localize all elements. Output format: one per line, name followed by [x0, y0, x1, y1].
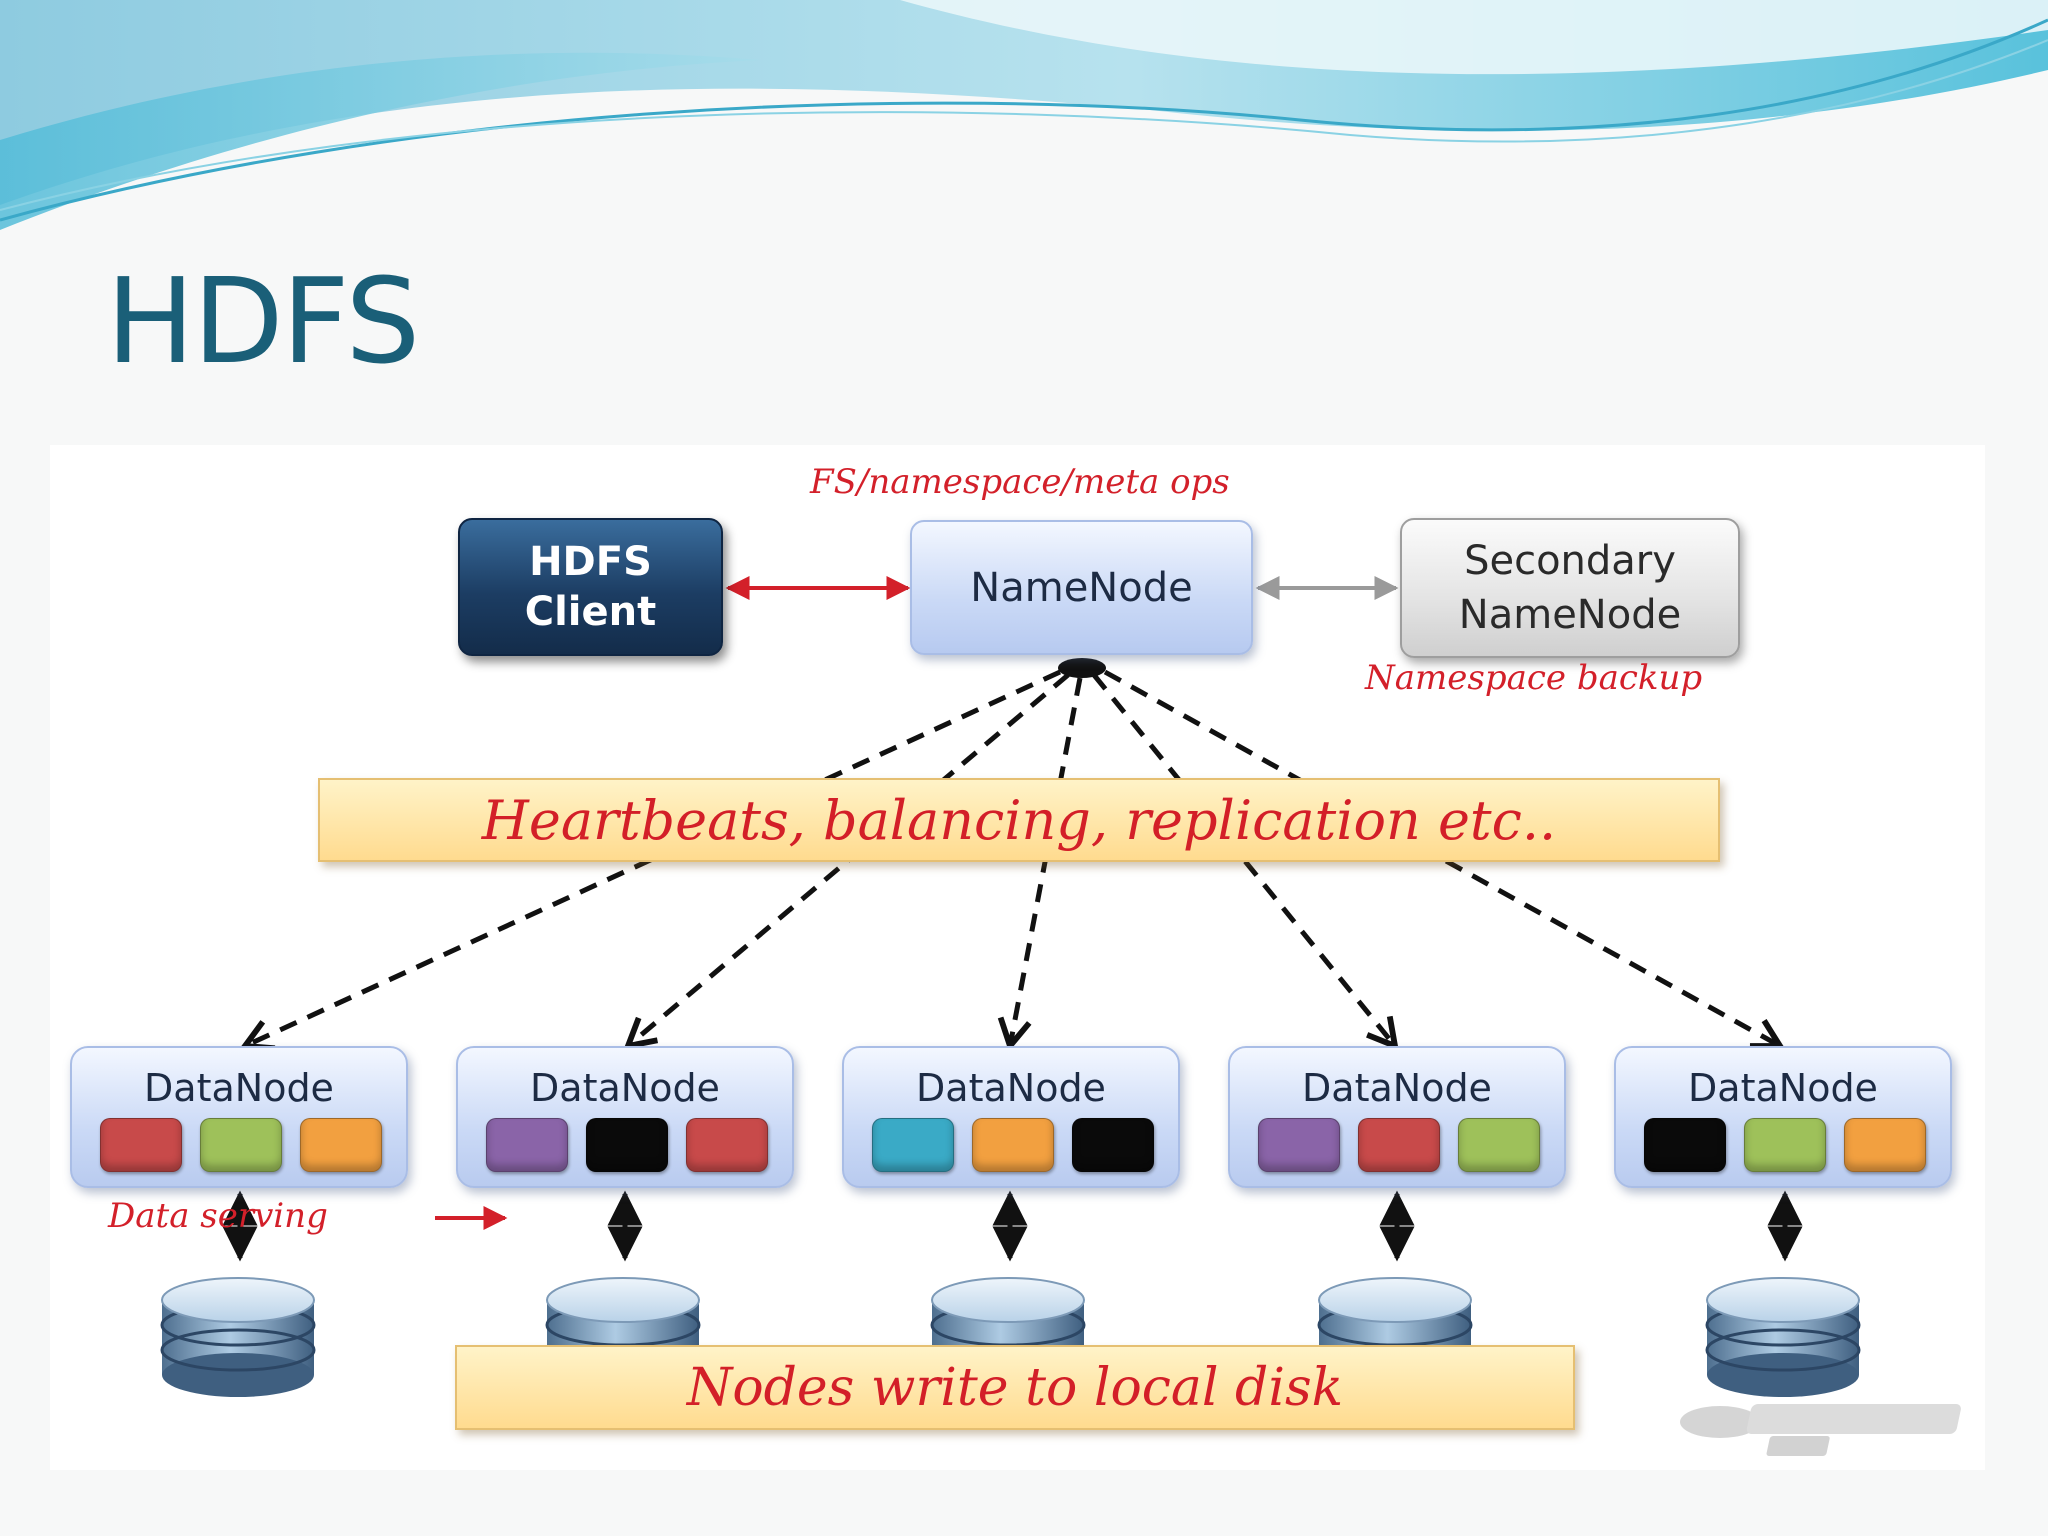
data-block	[200, 1118, 282, 1172]
data-block	[1744, 1118, 1826, 1172]
slide-title: HDFS	[106, 252, 420, 390]
datanode-label: DataNode	[530, 1066, 720, 1110]
data-block	[1644, 1118, 1726, 1172]
local-disk-banner: Nodes write to local disk	[455, 1345, 1575, 1430]
namespace-backup-label: Namespace backup	[1365, 658, 1703, 698]
disk-icon-1	[160, 1277, 316, 1397]
data-serving-label: Data serving	[108, 1196, 328, 1236]
data-block	[1844, 1118, 1926, 1172]
datanode-label: DataNode	[916, 1066, 1106, 1110]
secondary-label-line1: Secondary	[1464, 538, 1676, 584]
datanode-5: DataNode	[1614, 1046, 1952, 1188]
datanode-label: DataNode	[1688, 1066, 1878, 1110]
heartbeat-line-5	[1103, 669, 1780, 1046]
namenode-label: NameNode	[970, 564, 1193, 611]
datanode-disk-arrows	[222, 1190, 1803, 1262]
datanode-3: DataNode	[842, 1046, 1180, 1188]
datanode-2: DataNode	[456, 1046, 794, 1188]
data-block	[300, 1118, 382, 1172]
data-block	[686, 1118, 768, 1172]
data-block	[586, 1118, 668, 1172]
meta-ops-label: FS/namespace/meta ops	[810, 462, 1230, 502]
datanode-1: DataNode	[70, 1046, 408, 1188]
secondary-namenode-box: Secondary NameNode	[1400, 518, 1740, 658]
namenode-box: NameNode	[910, 520, 1253, 655]
disk-icon-2	[545, 1277, 701, 1375]
secondary-label-line2: NameNode	[1458, 592, 1682, 638]
data-block	[1258, 1118, 1340, 1172]
datanode-4: DataNode	[1228, 1046, 1566, 1188]
header-wave-decoration	[0, 0, 2048, 230]
logo-watermark	[1680, 1404, 1961, 1456]
hdfs-client-box: HDFS Client	[458, 518, 723, 656]
client-label-line2: Client	[524, 589, 657, 635]
namenode-hub-dot	[1058, 658, 1106, 678]
disk-icon-5	[1705, 1277, 1861, 1397]
data-block	[1458, 1118, 1540, 1172]
heartbeat-line-4	[1092, 673, 1395, 1046]
datanode-label: DataNode	[1302, 1066, 1492, 1110]
disk-stacks	[160, 1277, 1861, 1397]
data-block	[1358, 1118, 1440, 1172]
data-block	[872, 1118, 954, 1172]
heartbeat-line-3	[1010, 677, 1083, 1046]
data-block	[486, 1118, 568, 1172]
datanode-label: DataNode	[144, 1066, 334, 1110]
heartbeats-banner: Heartbeats, balancing, replication etc..	[318, 778, 1720, 862]
client-label-line1: HDFS	[529, 539, 652, 585]
data-block	[1072, 1118, 1154, 1172]
data-block	[100, 1118, 182, 1172]
data-block	[972, 1118, 1054, 1172]
